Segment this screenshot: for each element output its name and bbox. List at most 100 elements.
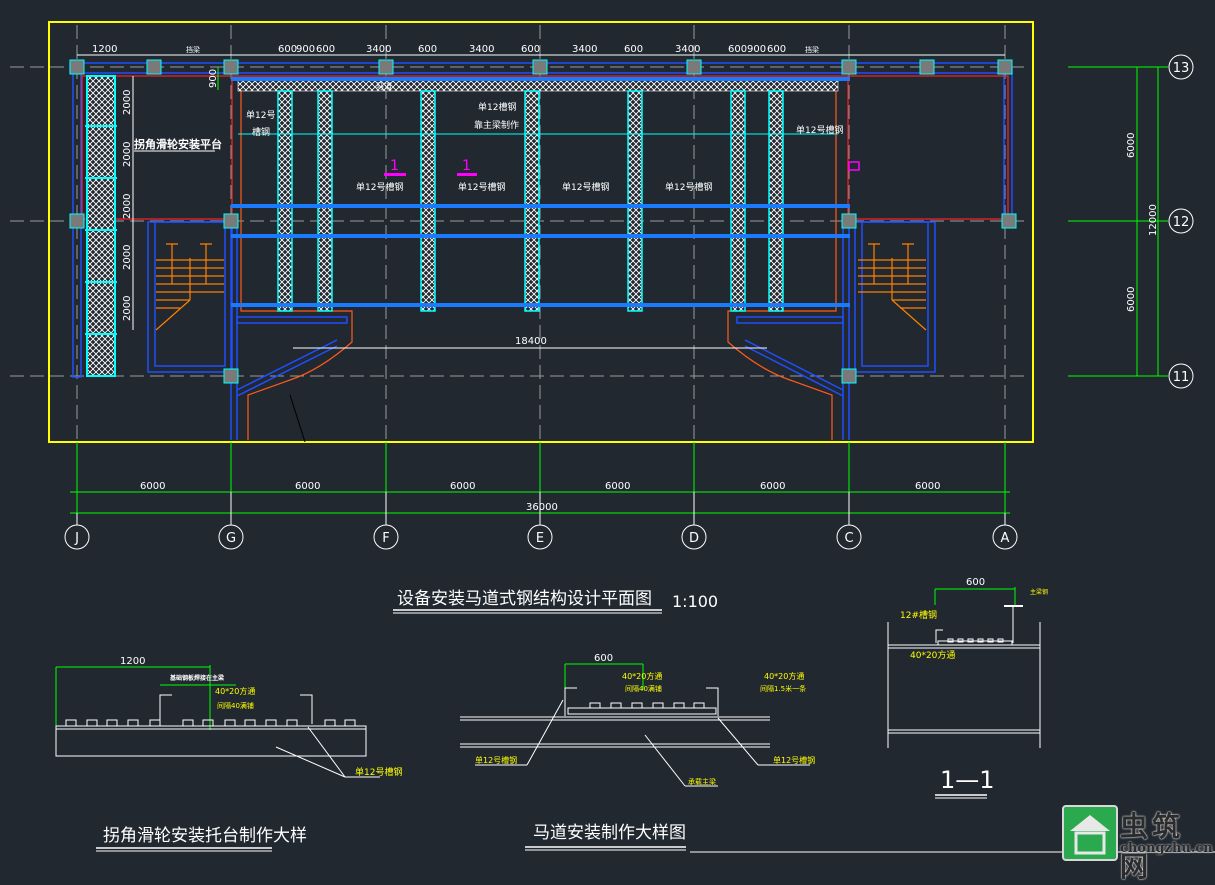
detail-2: 600 40*20方通 间隔40满铺 40*20方通 间隔1.5米一条 单12号… — [460, 653, 815, 787]
column-label: F — [382, 531, 389, 546]
dim-text: 2000 — [122, 296, 133, 321]
section-mark: 1 — [390, 158, 399, 174]
dim-text: 6000 — [295, 481, 320, 492]
dim-text: 3400 — [572, 44, 597, 55]
detail-note: 单12号槽钢 — [355, 766, 402, 778]
row-bubbles: 13 12 11 — [1168, 54, 1194, 389]
left-dimensions: 2000 2000 2000 2000 2000 — [122, 90, 133, 321]
dim-text: 2000 — [122, 194, 133, 219]
main-beams — [231, 77, 850, 307]
detail-note: 单12号槽钢 — [475, 755, 517, 765]
detail-note: 40*20方通 — [215, 686, 255, 696]
column-label: D — [689, 531, 699, 546]
dim-text: 600 — [316, 44, 335, 55]
section-note: 主梁钢 — [1030, 588, 1048, 596]
dim-text: 600 — [728, 44, 747, 55]
plan-title: 设备安装马道式钢结构设计平面图 — [397, 589, 652, 609]
house-icon — [1062, 805, 1118, 861]
column-bubbles: J G F E D C A — [64, 524, 1018, 550]
detail-1: 1200 基础钢板焊接在主梁 40*20方通 间隔40满铺 单12号槽钢 — [55, 656, 402, 778]
section-mark: 1 — [462, 158, 471, 174]
detail-note: 间隔40满铺 — [625, 684, 662, 693]
dim-text: 600 — [624, 44, 643, 55]
cad-drawing: 1200 挡梁 600 900 600 3400 600 3400 600 34… — [10, 21, 1215, 853]
dim-text: 3400 — [366, 44, 391, 55]
dim-text: 6000 — [450, 481, 475, 492]
dim-text: 900 — [747, 44, 766, 55]
dim-text: 6000 — [605, 481, 630, 492]
dim-text: 挡梁 — [805, 45, 819, 54]
column-label: A — [1001, 531, 1010, 546]
plan-labels: 单12号 槽钢 单12槽钢 靠主梁制作 单12号槽钢 单12号槽钢 单12号槽钢… — [246, 81, 843, 193]
wall-outline — [69, 62, 1013, 440]
detail-note: 间隔40满铺 — [217, 701, 254, 710]
dim-text: 2000 — [122, 90, 133, 115]
section-1-1: 600 主梁钢 12#槽钢 40*20方通 — [887, 577, 1048, 748]
dim-text: 3400 — [675, 44, 700, 55]
detail-note: 单12号槽钢 — [773, 755, 815, 765]
section-marks: 1 1 — [384, 158, 860, 176]
detail-note: 承载主梁 — [688, 777, 716, 786]
red-outline — [81, 75, 1009, 220]
stair-left — [155, 243, 224, 331]
column-label: G — [226, 531, 236, 546]
detail-note: 间隔1.5米一条 — [760, 684, 806, 693]
dim-text: 600 — [278, 44, 297, 55]
structural-columns — [69, 59, 1017, 384]
row-label: 12 — [1173, 215, 1190, 230]
dim-text: 2000 — [122, 142, 133, 167]
dim-text: 6000 — [1126, 287, 1137, 312]
bottom-dimensions: 6000 6000 6000 6000 6000 6000 36000 — [140, 481, 940, 513]
catwalk-left — [86, 75, 116, 377]
drawing-frame — [48, 21, 1034, 443]
channel-label: 单12槽钢 — [478, 101, 516, 113]
dim-text: 挡梁 — [186, 45, 200, 54]
platform-label: 拐角滑轮安装平台 — [134, 137, 222, 151]
channel-label: 单12号槽钢 — [796, 124, 843, 136]
watermark-logo: 虫筑网 chongzhu.cn — [1062, 805, 1213, 883]
column-label: C — [844, 531, 853, 546]
dim-text: 600 — [594, 653, 613, 664]
stair-right — [858, 243, 927, 331]
dim-text: 2000 — [122, 245, 133, 270]
column-label: E — [536, 531, 544, 546]
section-note: 40*20方通 — [910, 649, 955, 661]
section-note: 12#槽钢 — [900, 609, 937, 621]
dim-text: 1200 — [92, 44, 117, 55]
column-bubble-leaders — [76, 492, 1006, 525]
dim-text: 900 — [296, 44, 315, 55]
dim-900-text: 900 — [208, 69, 219, 88]
catwalk-strips — [277, 90, 784, 312]
dim-total: 36000 — [526, 502, 558, 513]
column-label: J — [74, 531, 79, 546]
dim-text: 6000 — [760, 481, 785, 492]
detail-note: 基础钢板焊接在主梁 — [169, 674, 224, 682]
section-title: 1—1 — [940, 766, 995, 794]
dim-text: 600 — [521, 44, 540, 55]
plan-scale: 1:100 — [672, 592, 718, 611]
main-beam-note: 靠主梁制作 — [474, 119, 519, 131]
detail-note: 40*20方通 — [764, 671, 804, 681]
madao-label: 马道 — [376, 81, 392, 91]
right-dim-lines — [1068, 66, 1168, 377]
channel-label: 槽钢 — [252, 126, 270, 138]
orange-outline — [240, 80, 837, 440]
dim-text: 600 — [767, 44, 786, 55]
detail-1-title: 拐角滑轮安装托台制作大样 — [103, 826, 307, 846]
dim-text: 3400 — [469, 44, 494, 55]
channel-label: 单12号槽钢 — [458, 181, 505, 193]
dim-text: 600 — [966, 577, 985, 588]
dim-18400-text: 18400 — [515, 336, 547, 347]
channel-label: 单12号槽钢 — [562, 181, 609, 193]
dim-text: 6000 — [140, 481, 165, 492]
row-label: 13 — [1173, 61, 1190, 76]
top-dimensions: 1200 挡梁 600 900 600 3400 600 3400 600 34… — [92, 44, 819, 55]
row-label: 11 — [1173, 370, 1190, 385]
detail-note: 40*20方通 — [622, 671, 662, 681]
dim-text: 600 — [418, 44, 437, 55]
channel-label: 单12号 — [246, 109, 275, 121]
dim-text: 6000 — [915, 481, 940, 492]
dim-total: 12000 — [1148, 204, 1159, 236]
channel-label: 单12号槽钢 — [665, 181, 712, 193]
dim-text: 6000 — [1126, 133, 1137, 158]
